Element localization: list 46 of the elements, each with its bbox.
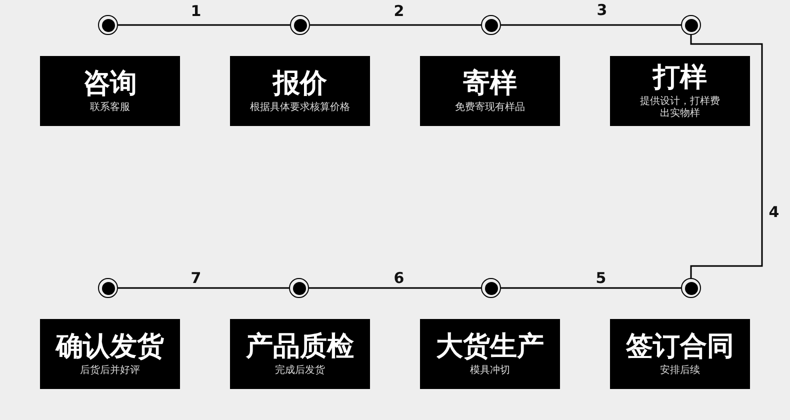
step-number: 2 xyxy=(394,2,404,20)
step-description: 完成后发货 xyxy=(274,365,326,377)
step-description: 免费寄现有样品 xyxy=(454,102,526,114)
step-number: 6 xyxy=(394,269,404,287)
step-title: 咨询 xyxy=(83,68,137,100)
step-marker xyxy=(681,278,701,298)
step-box xyxy=(40,56,180,126)
connector-line xyxy=(309,287,481,289)
step-marker xyxy=(290,15,310,35)
step-box xyxy=(610,319,750,389)
step-title: 确认发货 xyxy=(56,331,164,363)
step-marker xyxy=(681,15,701,35)
step-description: 安排后续 xyxy=(659,365,701,377)
step-number: 1 xyxy=(190,2,202,20)
step-title: 报价 xyxy=(273,68,327,100)
connector-line xyxy=(690,35,763,278)
step-description: 根据具体要求核算价格 xyxy=(249,102,351,114)
connector-line xyxy=(118,287,289,289)
step-number: 7 xyxy=(190,269,202,287)
step-title: 寄样 xyxy=(463,68,517,100)
step-number: 4 xyxy=(768,203,780,221)
step-description: 提供设计，打样费出实物样 xyxy=(639,96,721,120)
step-title: 产品质检 xyxy=(246,331,354,363)
step-marker xyxy=(481,278,501,298)
step-number: 3 xyxy=(596,1,608,19)
step-marker xyxy=(481,15,501,35)
step-title: 大货生产 xyxy=(436,331,544,363)
step-title: 打样 xyxy=(653,62,707,94)
step-marker xyxy=(98,278,118,298)
step-description: 模具冲切 xyxy=(469,365,511,377)
step-box xyxy=(230,56,370,126)
connector-line xyxy=(501,287,681,289)
step-box xyxy=(230,319,370,389)
step-box xyxy=(420,56,560,126)
step-description: 联系客服 xyxy=(89,102,131,114)
step-marker xyxy=(289,278,309,298)
step-box xyxy=(420,319,560,389)
step-title: 签订合同 xyxy=(626,331,734,363)
step-marker xyxy=(98,15,118,35)
connector-line xyxy=(310,24,481,26)
connector-line xyxy=(118,24,290,26)
step-box xyxy=(610,56,750,126)
step-number: 5 xyxy=(596,269,606,287)
connector-line xyxy=(501,24,681,26)
step-description: 后货后并好评 xyxy=(79,365,141,377)
step-box xyxy=(40,319,180,389)
